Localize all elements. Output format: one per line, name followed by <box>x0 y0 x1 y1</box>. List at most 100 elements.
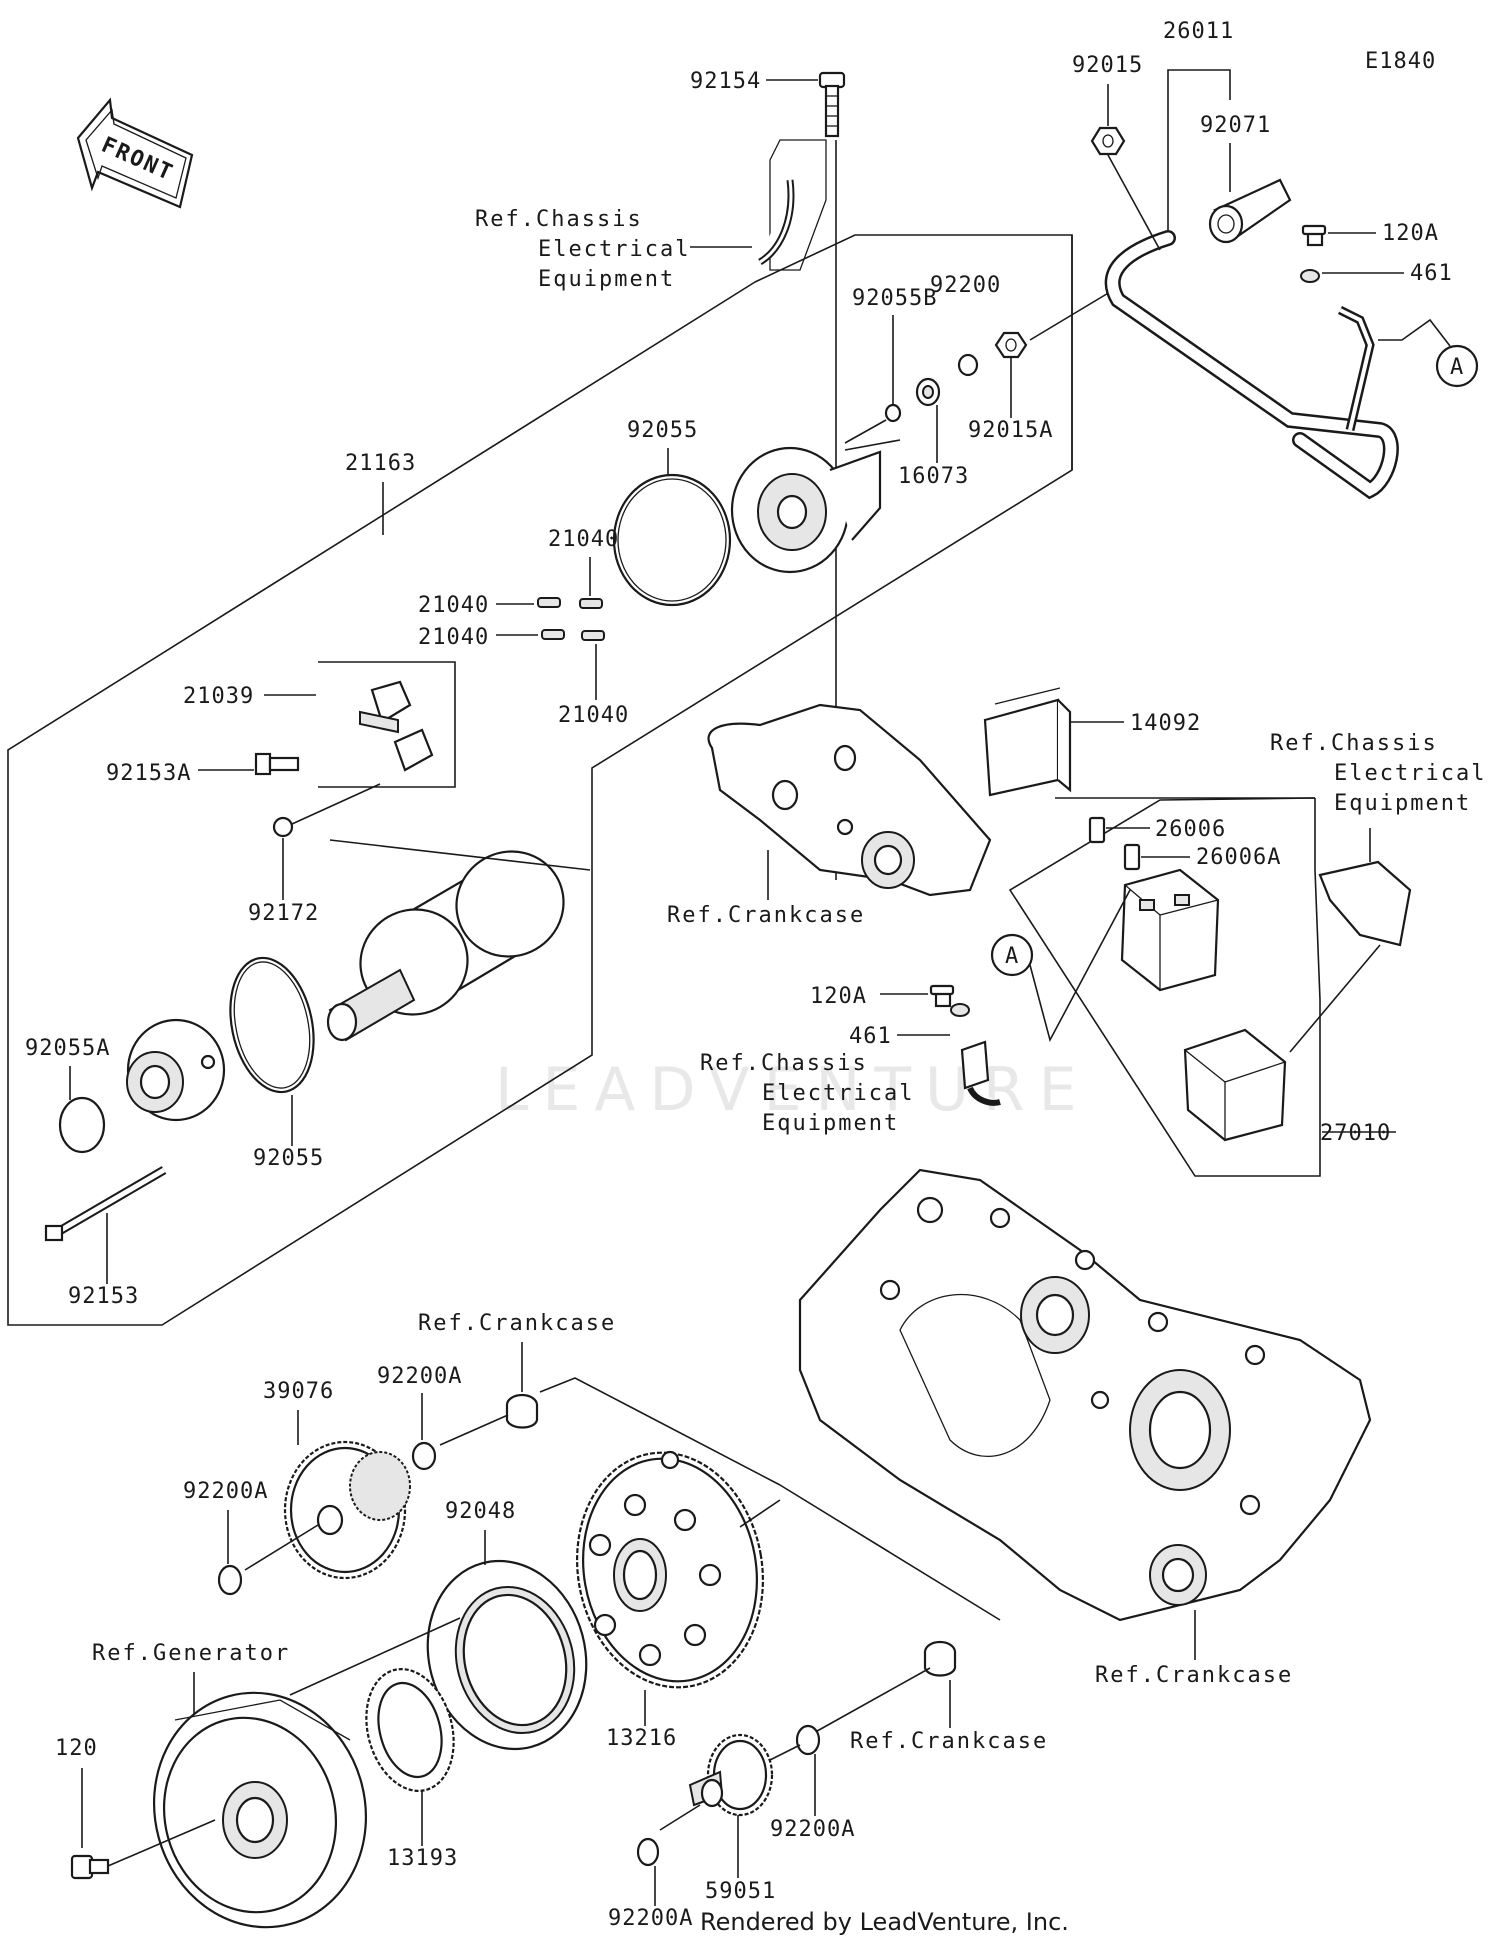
svg-text:Equipment: Equipment <box>538 267 675 292</box>
label-92200A-bottom: 92200A <box>608 1906 693 1931</box>
brush-springs-21040 <box>537 597 605 641</box>
svg-text:Electrical: Electrical <box>538 237 690 262</box>
fuse-26006A <box>1123 843 1141 871</box>
label-92048: 92048 <box>445 1499 516 1524</box>
label-21163: 21163 <box>345 451 416 476</box>
label-92015: 92015 <box>1072 53 1143 78</box>
screw-92153A <box>254 752 300 776</box>
label-92055-top: 92055 <box>627 418 698 443</box>
screw-92172 <box>272 783 381 838</box>
ref-chassis-electrical-middle: Ref.Chassis Electrical Equipment <box>700 1051 912 1136</box>
label-92055A: 92055A <box>25 1036 110 1061</box>
washer-92055B <box>884 403 902 423</box>
o-ring-92055-lower <box>229 956 315 1094</box>
svg-text:Ref.Chassis: Ref.Chassis <box>700 1051 868 1076</box>
bolt-92153 <box>44 1166 167 1242</box>
label-16073: 16073 <box>898 464 969 489</box>
brush-holder-21039 <box>318 661 456 788</box>
label-92200A-right: 92200A <box>770 1817 855 1842</box>
crankcase-cover-part <box>707 703 992 897</box>
ref-generator: Ref.Generator <box>92 1641 290 1666</box>
washer-92200A-bottom <box>636 1837 660 1867</box>
label-120A-mid: 120A <box>810 984 867 1009</box>
dowel-top <box>505 1393 539 1429</box>
boot-92071 <box>1208 178 1292 244</box>
generator-rotor <box>152 1691 368 1929</box>
label-92172: 92172 <box>248 901 319 926</box>
svg-text:Equipment: Equipment <box>1334 791 1471 816</box>
label-92153A: 92153A <box>106 761 191 786</box>
label-21040-b: 21040 <box>418 593 489 618</box>
bolt-120A-top <box>1301 224 1327 247</box>
nut-92015 <box>1090 126 1126 156</box>
label-92055-lower: 92055 <box>253 1146 324 1171</box>
washer-92200A-left <box>217 1564 243 1596</box>
label-461-top: 461 <box>1410 261 1453 286</box>
relay-cover-14092 <box>983 687 1072 797</box>
svg-text:Equipment: Equipment <box>762 1111 899 1136</box>
label-26011: 26011 <box>1163 19 1234 44</box>
starter-motor-body <box>326 839 591 1042</box>
washer-461-top <box>1300 269 1320 283</box>
label-92015A: 92015A <box>968 418 1053 443</box>
starter-front-cover <box>126 1018 226 1122</box>
label-21039: 21039 <box>183 684 254 709</box>
bolt-120A-mid <box>929 984 955 1008</box>
ref-crankcase-dowel-bottom: Ref.Crankcase <box>850 1729 1048 1754</box>
label-39076: 39076 <box>263 1379 334 1404</box>
ref-crankcase-middle: Ref.Crankcase <box>667 903 865 928</box>
relay-holder <box>1183 1028 1287 1142</box>
svg-text:Ref.Chassis: Ref.Chassis <box>1270 731 1438 756</box>
relay-box-outline <box>1008 797 1321 1177</box>
ref-circle-a-middle <box>990 933 1034 977</box>
label-92154: 92154 <box>690 69 761 94</box>
label-21040-c: 21040 <box>418 625 489 650</box>
fuse-26006 <box>1088 816 1106 844</box>
label-92055B: 92055B <box>852 286 937 311</box>
label-59051: 59051 <box>705 1879 776 1904</box>
ref-chassis-electrical-right: Ref.Chassis Electrical Equipment <box>1270 731 1486 816</box>
cable-terminal-mid <box>960 1040 1001 1106</box>
label-120: 120 <box>55 1736 98 1761</box>
nut-92015A <box>994 331 1028 359</box>
crankcase-main <box>798 1168 1372 1622</box>
o-ring-92055A <box>58 1096 106 1154</box>
label-27010: 27010 <box>1320 1121 1391 1146</box>
o-ring-92055-top <box>612 473 732 607</box>
label-461-mid: 461 <box>849 1024 892 1049</box>
harness-bracket-right <box>1289 828 1412 1053</box>
ring-92048 <box>426 1559 588 1751</box>
washer-461-mid <box>950 1003 970 1017</box>
starter-rear-cover <box>730 439 901 574</box>
front-arrow-icon: FRONT <box>76 97 194 209</box>
starter-relay <box>1120 868 1220 992</box>
label-13216: 13216 <box>606 1726 677 1751</box>
bolt-120 <box>70 1819 216 1880</box>
ref-crankcase-dowel-top: Ref.Crankcase <box>418 1311 616 1336</box>
starter-cable-26011 <box>1104 230 1399 500</box>
label-21040-d: 21040 <box>558 703 629 728</box>
label-92153: 92153 <box>68 1284 139 1309</box>
ref-circle-a-top <box>1435 344 1479 388</box>
ref-chassis-electrical-top: Ref.Chassis Electrical Equipment <box>475 207 690 292</box>
starter-assembly-outline <box>7 234 1073 1326</box>
washer-92200A-upper <box>411 1441 437 1471</box>
label-13193: 13193 <box>387 1846 458 1871</box>
label-21040-a: 21040 <box>548 527 619 552</box>
svg-text:Ref.Chassis: Ref.Chassis <box>475 207 643 232</box>
label-120A-top: 120A <box>1382 221 1439 246</box>
footer-credit: Rendered by LeadVenture, Inc. <box>700 1908 1069 1936</box>
label-92200A-upper: 92200A <box>377 1364 462 1389</box>
svg-text:Electrical: Electrical <box>1334 761 1486 786</box>
starter-gear-13216 <box>576 1450 764 1689</box>
idle-gear-39076 <box>283 1440 411 1580</box>
svg-text:A: A <box>1005 944 1019 969</box>
label-26006: 26006 <box>1155 817 1226 842</box>
label-92200A-left: 92200A <box>183 1479 268 1504</box>
diagram-code: E1840 <box>1365 49 1436 74</box>
one-way-clutch-13193 <box>365 1668 455 1792</box>
label-92200: 92200 <box>930 273 1001 298</box>
washer-92200 <box>957 353 979 377</box>
dowel-bottom <box>923 1640 957 1677</box>
